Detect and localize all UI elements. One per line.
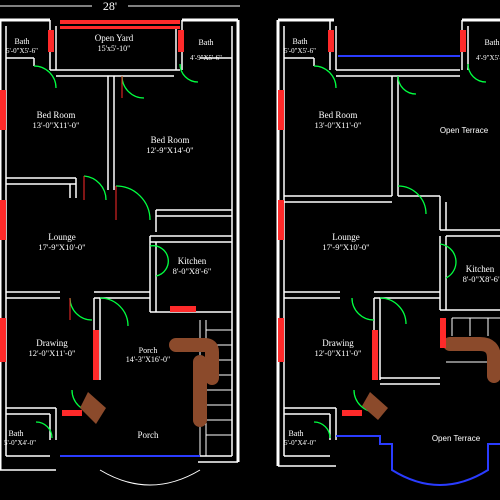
left-bath-top-name: Bath xyxy=(14,37,29,46)
left-drawing-size: 12'-0"X11'-0" xyxy=(29,348,76,358)
left-open-yard-size: 15'x5'-10" xyxy=(98,44,131,53)
right-bath-top-right-name: Bath xyxy=(484,38,499,47)
right-plan: Bath 5'-0"X5'-6" Bath 4'-9"X5'-6" Bed Ro… xyxy=(276,18,500,486)
left-kitchen-size: 8'-0"X8'-6" xyxy=(173,266,212,276)
right-lounge-size: 17'-9"X10'-0" xyxy=(322,242,369,252)
left-porch-name-lower: Porch xyxy=(138,430,159,440)
right-lounge-name: Lounge xyxy=(332,232,360,242)
left-open-yard-name: Open Yard xyxy=(95,33,134,43)
right-bath-bottom-size: 5'-0"X4'-0" xyxy=(284,439,316,447)
left-bath-top-right-name: Bath xyxy=(198,38,213,47)
left-lounge-name: Lounge xyxy=(48,232,76,242)
left-lounge-size: 17'-9"X10'-0" xyxy=(38,242,85,252)
right-kitchen-size: 8'-0"X8'-6" xyxy=(463,274,500,284)
left-kitchen-name: Kitchen xyxy=(178,256,207,266)
right-bedroom-name: Bed Room xyxy=(319,110,358,120)
right-kitchen-name: Kitchen xyxy=(466,264,495,274)
right-stair-lines xyxy=(446,317,500,363)
left-bath-bottom-size: 5'-0"X4'-0" xyxy=(4,439,36,447)
right-drawing-name: Drawing xyxy=(322,338,354,348)
left-bedroom1-size: 13'-0"X11'-0" xyxy=(33,120,80,130)
left-bedroom2-name: Bed Room xyxy=(151,135,190,145)
right-outer-walls xyxy=(276,18,500,466)
dimension-label: 28' xyxy=(103,0,117,13)
right-bath-top-right-size: 4'-9"X5'-6" xyxy=(476,54,500,62)
right-inner-walls xyxy=(278,20,500,467)
left-plan: 28' xyxy=(0,0,240,486)
left-porch-name: Porch xyxy=(139,346,158,355)
left-entry-step xyxy=(80,392,106,424)
left-bath-top-size: 5'-0"X5'-6" xyxy=(6,47,38,55)
right-door-frames xyxy=(278,30,466,416)
left-stair-rail-top xyxy=(169,338,219,385)
left-porch-curve xyxy=(99,469,201,486)
right-drawing-size: 12'-0"X11'-0" xyxy=(315,348,362,358)
left-bedroom2-size: 12'-9"X14'-0" xyxy=(146,145,193,155)
right-bedroom-size: 13'-0"X11'-0" xyxy=(315,120,362,130)
right-open-terrace-top: Open Terrace xyxy=(440,126,489,135)
left-outer-walls xyxy=(0,18,240,470)
left-drawing-name: Drawing xyxy=(36,338,68,348)
right-entry-step xyxy=(362,392,388,420)
right-stair-rail xyxy=(443,337,500,383)
left-door-leaves xyxy=(69,76,123,320)
left-porch-size: 14'-3"X16'-0" xyxy=(126,355,171,364)
left-door-frames xyxy=(0,20,196,416)
right-bath-top-size: 5'-0"X5'-6" xyxy=(284,47,316,55)
right-open-terrace-bottom: Open Terrace xyxy=(432,434,481,443)
right-door-swings xyxy=(313,63,487,439)
dimension-label-bg xyxy=(92,0,128,11)
left-bath-top-right-size: 4'-9"X5'-6" xyxy=(190,54,222,62)
right-bath-bottom-name: Bath xyxy=(288,429,303,438)
right-bath-top-name: Bath xyxy=(292,37,307,46)
right-boundary-lines xyxy=(336,55,500,486)
left-bath-bottom-name: Bath xyxy=(8,429,23,438)
left-bedroom1-name: Bed Room xyxy=(37,110,76,120)
